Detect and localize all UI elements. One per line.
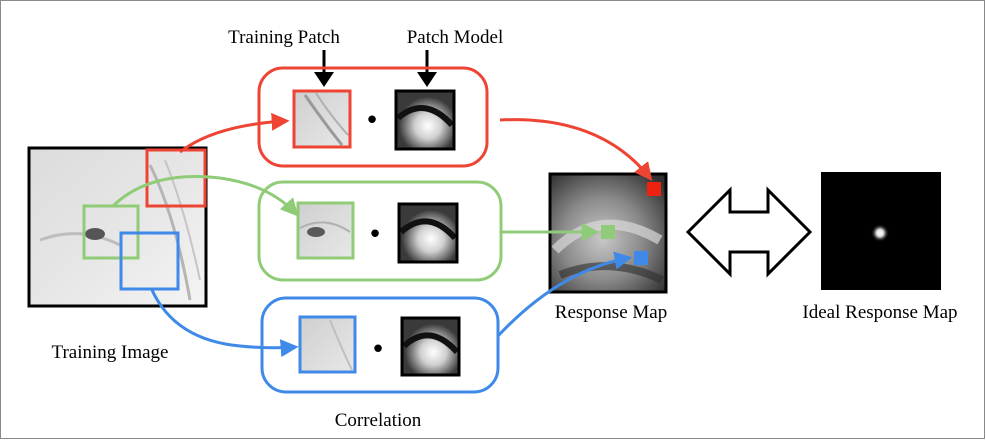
blue-correlation-box [260,296,500,394]
response-green-marker [601,225,615,239]
red-correlation-box [257,66,489,168]
response-red-marker [647,182,661,196]
training-image-label: Training Image [52,342,169,363]
blue-operator: • [370,335,385,365]
red-operator: • [364,106,379,136]
training-image [27,146,208,308]
equivalence-double-arrow [685,186,813,278]
training-patch-label: Training Patch [228,27,340,48]
response-map-label: Response Map [555,302,667,323]
red-output-arrow [499,118,653,181]
correlation-label: Correlation [335,410,422,431]
red-patch-model [394,89,456,151]
green-operator: • [367,220,382,250]
patch-model-label: Patch Model [407,27,504,48]
ideal-response-map-label: Ideal Response Map [802,302,957,323]
red-input-arrow [179,112,290,154]
green-training-patch [296,201,355,260]
blue-patch-model [400,316,461,377]
ideal-response-map [821,172,941,290]
patch-model-arrow [417,50,437,87]
blue-output-arrow [496,251,633,338]
red-training-patch [292,89,352,149]
green-input-arrow [111,175,299,217]
training-patch-arrow [314,50,334,87]
response-blue-marker [634,251,648,265]
blue-training-patch [298,315,357,374]
blue-input-arrow [150,289,299,358]
green-patch-model [397,202,459,264]
blue-patch-box [119,231,180,291]
